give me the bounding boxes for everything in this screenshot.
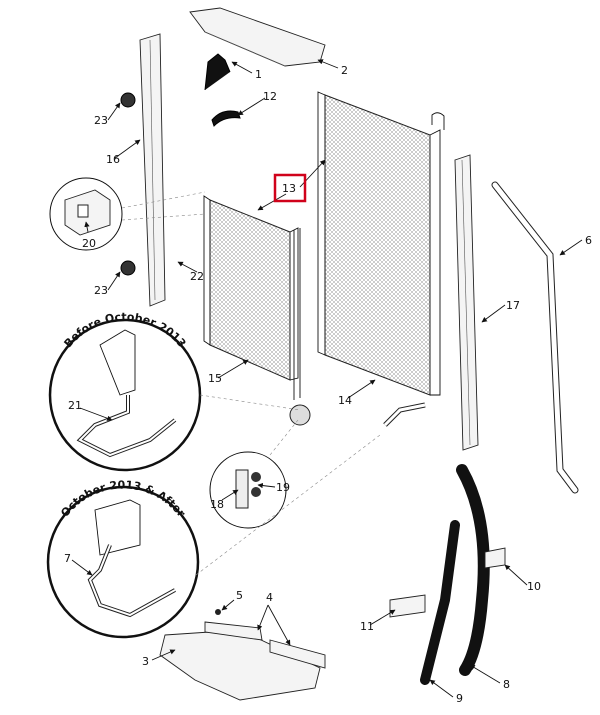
callout-1: 1 <box>255 68 262 81</box>
callout-11: 11 <box>360 620 374 633</box>
detail-18-19 <box>209 451 287 529</box>
callout-20: 20 <box>82 237 96 250</box>
callout-labels: 1 2 3 4 5 6 7 8 9 10 11 12 13 14 15 16 1… <box>64 64 592 705</box>
callout-9: 9 <box>456 692 463 705</box>
callout-3: 3 <box>142 655 149 668</box>
left-bracket <box>139 33 166 307</box>
radiator <box>317 91 445 396</box>
callout-7: 7 <box>64 552 71 565</box>
callout-6: 6 <box>585 234 592 247</box>
callout-22: 22 <box>190 270 204 283</box>
callout-19: 19 <box>276 481 290 494</box>
inset-before: Before October 2013 <box>48 310 202 472</box>
callout-16: 16 <box>106 153 120 166</box>
callout-8: 8 <box>503 678 510 691</box>
leader-lines <box>71 59 583 698</box>
callout-13: 13 <box>282 182 296 195</box>
hose-8 <box>456 464 490 676</box>
callout-21: 21 <box>68 399 82 412</box>
detail-20 <box>49 177 123 251</box>
callout-5: 5 <box>236 589 243 602</box>
callout-14: 14 <box>338 394 352 407</box>
hose-12 <box>211 110 241 127</box>
grommet-bottom <box>120 260 136 276</box>
callout-12: 12 <box>263 90 277 103</box>
bracket-10 <box>484 547 506 569</box>
bracket-11 <box>389 594 426 618</box>
callout-4: 4 <box>266 591 273 604</box>
callout-2: 2 <box>341 64 348 77</box>
callout-18: 18 <box>210 498 224 511</box>
condenser <box>203 195 299 381</box>
hose-1 <box>204 53 231 91</box>
callout-23-top: 23 <box>94 114 108 127</box>
callout-10: 10 <box>527 580 541 593</box>
bottom-shroud <box>159 621 326 701</box>
callout-17: 17 <box>506 299 520 312</box>
callout-15: 15 <box>208 372 222 385</box>
callout-23-bottom: 23 <box>94 284 108 297</box>
grommet-top <box>120 92 136 108</box>
top-shroud <box>189 7 326 67</box>
hose-9 <box>420 520 460 685</box>
right-bracket <box>454 154 479 451</box>
callout-13-highlight <box>273 173 307 203</box>
tube-6 <box>491 181 579 494</box>
